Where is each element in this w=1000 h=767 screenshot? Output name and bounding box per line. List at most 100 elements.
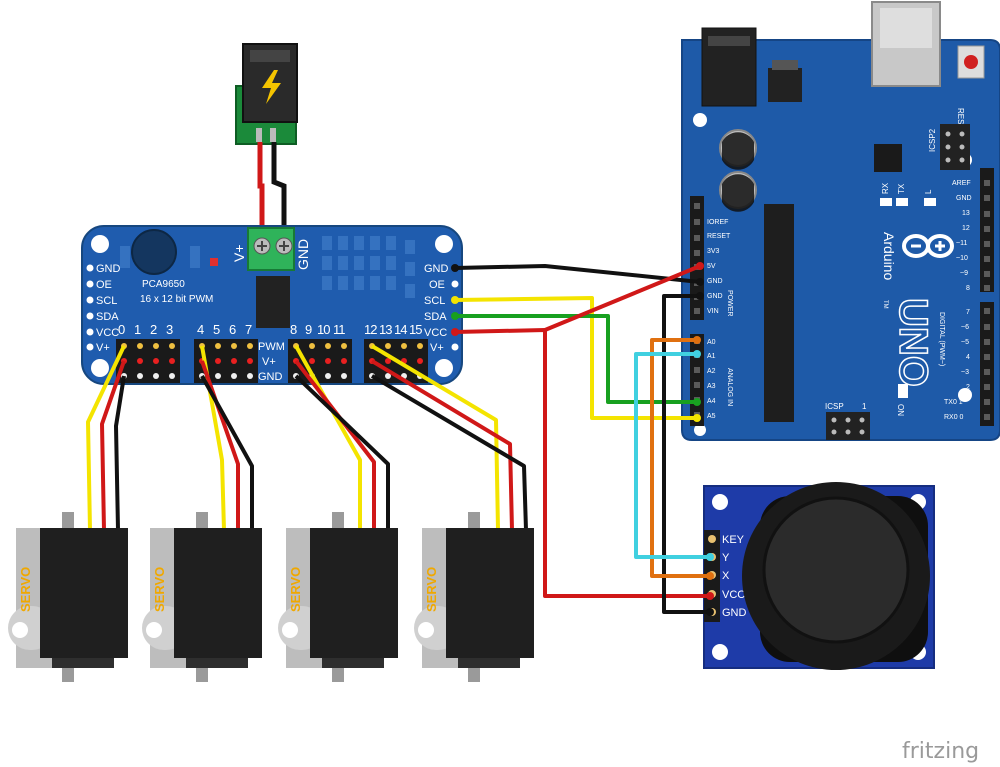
digital-pin-7: 7 <box>966 309 970 316</box>
pca-right-pin-scl: SCL <box>424 295 445 307</box>
icsp-label: ICSP <box>825 402 844 411</box>
reset-label: RESET <box>956 108 965 135</box>
wire-jack-red <box>257 142 265 236</box>
digital-title: DIGITAL (PWM~) <box>938 312 945 366</box>
digital-pin-4: 4 <box>966 354 970 361</box>
wire-servo3-black <box>294 374 390 530</box>
power-pin-gnd1: GND <box>707 278 723 285</box>
atmega-chip <box>764 204 794 422</box>
joystick-pin-x: X <box>722 570 730 582</box>
wire-servo1-red <box>100 360 126 531</box>
pca-board: V+ GND PCA9650 16 x 12 bit PWM GND OE SC… <box>81 225 463 385</box>
wire-servo4-yellow <box>370 344 500 531</box>
pca-left-pin-oe: OE <box>96 279 112 291</box>
aref-label: AREF <box>952 180 971 187</box>
wire-servo3-red <box>294 359 376 530</box>
power-pin-reset: RESET <box>707 233 731 240</box>
pca-left-pin-sda: SDA <box>96 311 119 323</box>
power-pin-5v: 5V <box>707 263 716 270</box>
power-pin-ioref: IOREF <box>707 219 728 226</box>
row-label-pwm: PWM <box>258 341 285 353</box>
servo-3: SERVO <box>278 512 398 682</box>
wire-servo3-yellow <box>294 345 362 530</box>
power-title: POWER <box>726 290 733 316</box>
power-header <box>690 196 704 320</box>
terminal-vplus-label: V+ <box>231 244 247 262</box>
channel-label-8: 8 <box>290 322 297 337</box>
pca-left-pin-gnd: GND <box>96 263 121 275</box>
connection-wires <box>454 264 710 614</box>
joystick-module: KEY Y X VCC GND <box>703 482 935 670</box>
servo-label: SERVO <box>18 567 33 612</box>
wire-servo1-black <box>114 375 126 531</box>
analog-pin-a1: A1 <box>707 353 716 360</box>
wire-servo2-black <box>200 375 254 530</box>
row-label-vplus: V+ <box>262 356 276 368</box>
pca-left-pin-vcc: VCC <box>96 327 119 339</box>
wire-servo1-yellow <box>86 345 126 531</box>
wire-5v-red <box>544 264 701 332</box>
dc-barrel-jack <box>235 43 298 145</box>
digital-pin-2: 2 <box>966 384 970 391</box>
servo-2: SERVO <box>142 512 262 682</box>
channel-label-7: 7 <box>245 322 252 337</box>
digital-pin-5: ~5 <box>961 339 969 346</box>
analog-pin-a4: A4 <box>707 398 716 405</box>
l-label: L <box>924 189 933 194</box>
channel-label-9: 9 <box>305 322 312 337</box>
channel-label-5: 5 <box>213 322 220 337</box>
channel-label-14: 14 <box>394 322 407 337</box>
analog-pin-a3: A3 <box>707 383 716 390</box>
wire-servo4-red <box>370 359 514 531</box>
arduino-board: RESET ICSP2 RX TX L Arduino UNO TM ON <box>681 1 1000 441</box>
pca-right-pin-vcc: VCC <box>424 327 447 339</box>
servo-label: SERVO <box>288 567 303 612</box>
analog-title: ANALOG IN <box>726 368 733 406</box>
joystick-pin-vcc: VCC <box>722 589 745 601</box>
pca-description: 16 x 12 bit PWM <box>140 294 213 305</box>
wire-pca-vcc-red <box>454 328 710 598</box>
pca-channel-labels: 0 1 2 3 4 5 6 7 8 9 10 11 12 13 14 15 <box>118 322 423 337</box>
digital-pin-3: ~3 <box>961 369 969 376</box>
pca-right-pin-vplus: V+ <box>430 342 444 354</box>
channel-label-4: 4 <box>197 322 204 337</box>
tx-label: TX <box>897 183 906 194</box>
power-pin-3v3: 3V3 <box>707 248 720 255</box>
digital-pin-10: ~10 <box>956 255 968 262</box>
capacitor <box>131 229 177 275</box>
terminal-gnd-label: GND <box>295 239 311 270</box>
wire-ends <box>451 262 714 616</box>
channel-label-2: 2 <box>150 322 157 337</box>
pca-left-pin-vplus: V+ <box>96 342 110 354</box>
channel-label-15: 15 <box>409 322 422 337</box>
digital-pin-11: ~11 <box>956 240 967 247</box>
wire-a0-to-joystick-x <box>650 338 710 578</box>
digital-pin-12: 12 <box>962 225 970 232</box>
wire-pca-scl-to-a5 <box>454 296 697 420</box>
channel-label-11: 11 <box>333 322 345 337</box>
wire-jack-black <box>271 142 287 236</box>
pca-right-pin-gnd: GND <box>424 263 449 275</box>
channel-label-13: 13 <box>379 322 392 337</box>
servo-1: SERVO <box>8 512 128 682</box>
digital-pin-13: 13 <box>962 210 970 217</box>
channel-label-0: 0 <box>118 322 125 337</box>
pca-chip-name: PCA9650 <box>142 279 185 290</box>
power-pin-vin: VIN <box>707 308 719 315</box>
power-pin-gnd2: GND <box>707 293 723 300</box>
digital-pin-rx: RX0 0 <box>944 414 964 421</box>
wire-a1-to-joystick-y <box>634 352 710 559</box>
icsp2-label: ICSP2 <box>928 128 937 152</box>
pca-left-pins: GND OE SCL SDA VCC V+ <box>86 263 121 354</box>
pca-right-pin-oe: OE <box>429 279 445 291</box>
wire-pca-sda-to-a4 <box>455 314 697 404</box>
channel-label-12: 12 <box>364 322 377 337</box>
on-label: ON <box>896 404 905 416</box>
pca-chip <box>256 276 290 328</box>
pca-header-group-0-3 <box>116 339 180 383</box>
joystick-pin-y: Y <box>722 552 730 564</box>
joystick-cap[interactable] <box>762 496 910 644</box>
trademark-label: TM <box>882 300 888 309</box>
servo-4: SERVO <box>414 512 534 682</box>
